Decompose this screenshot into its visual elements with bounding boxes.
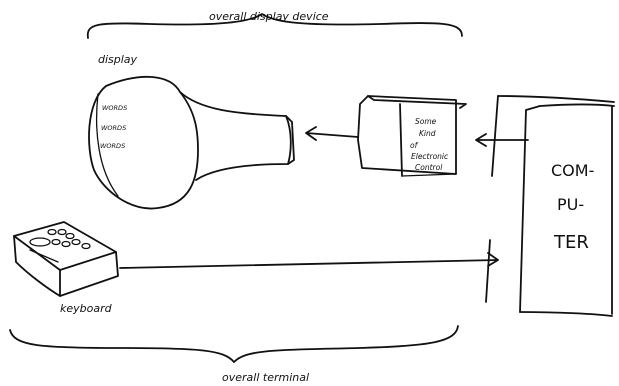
- control-line-1: Some: [415, 117, 437, 126]
- bottom-brace-label: overall terminal: [222, 371, 309, 384]
- control-line-3: of: [410, 141, 419, 150]
- control-line-4: Electronic: [411, 152, 449, 161]
- screen-text-1: WORDS: [102, 104, 127, 112]
- bottom-brace: [9, 325, 459, 363]
- computer-text-3: TER: [553, 232, 589, 253]
- top-brace: [86, 13, 463, 39]
- arrow-keyboard-to-computer: [119, 252, 499, 269]
- electronic-control-box: [357, 95, 467, 177]
- arrow-computer-to-control: [475, 133, 529, 147]
- arrow-control-to-display: [305, 126, 359, 141]
- computer-cabinet: [485, 95, 615, 317]
- computer-text-2: PU-: [557, 195, 584, 214]
- top-brace-label: overall display device: [209, 10, 329, 23]
- computer-text-1: COM-: [551, 161, 594, 180]
- control-line-2: Kind: [419, 129, 436, 138]
- display-label: display: [98, 53, 138, 66]
- keyboard-device: [13, 221, 119, 297]
- screen-text-3: WORDS: [100, 142, 125, 150]
- keyboard-label: keyboard: [60, 302, 113, 315]
- screen-text-2: WORDS: [101, 124, 126, 132]
- crt-display: [88, 75, 295, 210]
- control-line-5: Control: [415, 163, 443, 172]
